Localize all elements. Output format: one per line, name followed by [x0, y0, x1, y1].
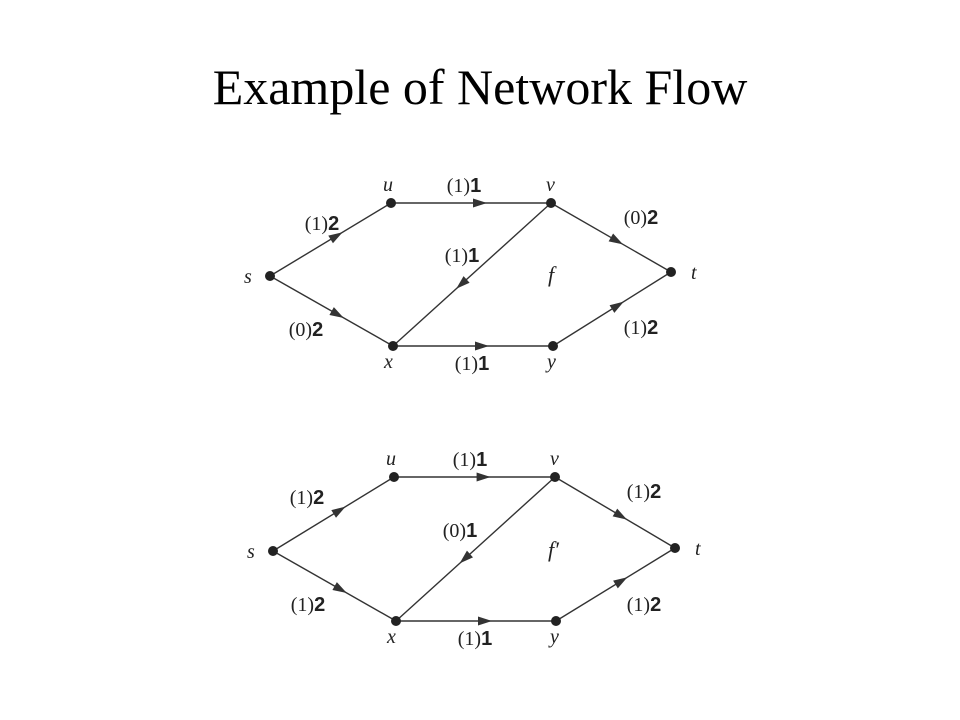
- arrowhead-x-y: [475, 341, 489, 351]
- arrowhead-y-t: [609, 301, 624, 313]
- flow-name-label: f′: [548, 537, 560, 562]
- arrowhead-s-x: [329, 307, 344, 318]
- arrowhead-v-t: [612, 508, 627, 520]
- arrowhead-s-u: [328, 232, 343, 244]
- node-x: [391, 616, 401, 626]
- edge-capacity-value: 1: [476, 449, 487, 471]
- edge-label-y-t: (1)2: [627, 594, 661, 616]
- node-label-u: u: [386, 448, 396, 470]
- slide-title: Example of Network Flow: [212, 59, 748, 115]
- arrowhead-v-x: [456, 276, 470, 289]
- node-label-s: s: [247, 541, 255, 563]
- edge-flow-value: (0): [443, 520, 466, 542]
- edge-s-x: [272, 550, 397, 622]
- node-v: [546, 198, 556, 208]
- edge-label-s-u: (1)2: [305, 213, 339, 235]
- edge-label-y-t: (1)2: [624, 317, 658, 339]
- edge-capacity-value: 2: [313, 487, 324, 509]
- edge-s-u: [269, 202, 392, 277]
- node-t: [670, 543, 680, 553]
- node-u: [386, 198, 396, 208]
- arrowhead-s-x: [332, 582, 347, 593]
- arrowhead-x-y: [478, 616, 492, 626]
- edge-s-u: [272, 476, 395, 552]
- edge-label-x-y: (1)1: [455, 353, 489, 375]
- edge-capacity-value: 2: [650, 481, 661, 503]
- edge-flow-value: (1): [290, 487, 313, 509]
- edge-label-x-y: (1)1: [458, 628, 492, 650]
- node-label-x: x: [386, 626, 396, 648]
- arrowhead-v-t: [608, 233, 623, 245]
- edge-capacity-value: 2: [328, 213, 339, 235]
- edge-s-x: [269, 275, 394, 347]
- edge-label-v-t: (0)2: [624, 207, 658, 229]
- edge-flow-value: (1): [447, 175, 470, 197]
- edge-label-v-x: (1)1: [445, 245, 479, 267]
- edge-label-s-u: (1)2: [290, 487, 324, 509]
- edge-flow-value: (1): [627, 481, 650, 503]
- edge-label-u-v: (1)1: [447, 175, 481, 197]
- node-y: [551, 616, 561, 626]
- edge-flow-value: (1): [305, 213, 328, 235]
- flow-name-label: f: [548, 262, 557, 287]
- arrowhead-y-t: [613, 577, 628, 589]
- edge-flow-value: (1): [291, 594, 314, 616]
- node-label-v: v: [546, 174, 555, 196]
- edge-flow-value: (1): [453, 449, 476, 471]
- edge-capacity-value: 2: [312, 319, 323, 341]
- node-label-v: v: [550, 448, 559, 470]
- edge-flow-value: (1): [627, 594, 650, 616]
- edge-capacity-value: 2: [647, 317, 658, 339]
- edge-flow-value: (0): [289, 319, 312, 341]
- node-t: [666, 267, 676, 277]
- node-label-t: t: [691, 262, 697, 284]
- edge-flow-value: (1): [458, 628, 481, 650]
- node-s: [268, 546, 278, 556]
- edge-flow-value: (1): [455, 353, 478, 375]
- arrowhead-v-x: [459, 550, 473, 564]
- node-label-y: y: [545, 351, 556, 373]
- edge-capacity-value: 1: [466, 520, 477, 542]
- edge-label-s-x: (1)2: [291, 594, 325, 616]
- node-label-t: t: [695, 538, 701, 560]
- edge-capacity-value: 1: [468, 245, 479, 267]
- node-label-u: u: [383, 174, 393, 196]
- edge-capacity-value: 2: [314, 594, 325, 616]
- edge-label-s-x: (0)2: [289, 319, 323, 341]
- arrowhead-u-v: [476, 472, 491, 482]
- node-x: [388, 341, 398, 351]
- arrowhead-s-u: [331, 506, 346, 518]
- node-v: [550, 472, 560, 482]
- edge-capacity-value: 1: [470, 175, 481, 197]
- edge-label-v-x: (0)1: [443, 520, 477, 542]
- arrowhead-u-v: [473, 198, 487, 208]
- edge-label-u-v: (1)1: [453, 449, 487, 471]
- edge-flow-value: (1): [624, 317, 647, 339]
- edge-capacity-value: 1: [478, 353, 489, 375]
- edge-v-x: [392, 202, 552, 347]
- edge-v-x: [395, 476, 556, 622]
- edge-label-v-t: (1)2: [627, 481, 661, 503]
- node-label-y: y: [548, 626, 559, 648]
- node-y: [548, 341, 558, 351]
- node-u: [389, 472, 399, 482]
- edge-capacity-value: 2: [647, 207, 658, 229]
- node-label-s: s: [244, 266, 252, 288]
- edge-flow-value: (0): [624, 207, 647, 229]
- edge-capacity-value: 1: [481, 628, 492, 650]
- node-s: [265, 271, 275, 281]
- edge-capacity-value: 2: [650, 594, 661, 616]
- node-label-x: x: [383, 351, 393, 373]
- edge-flow-value: (1): [445, 245, 468, 267]
